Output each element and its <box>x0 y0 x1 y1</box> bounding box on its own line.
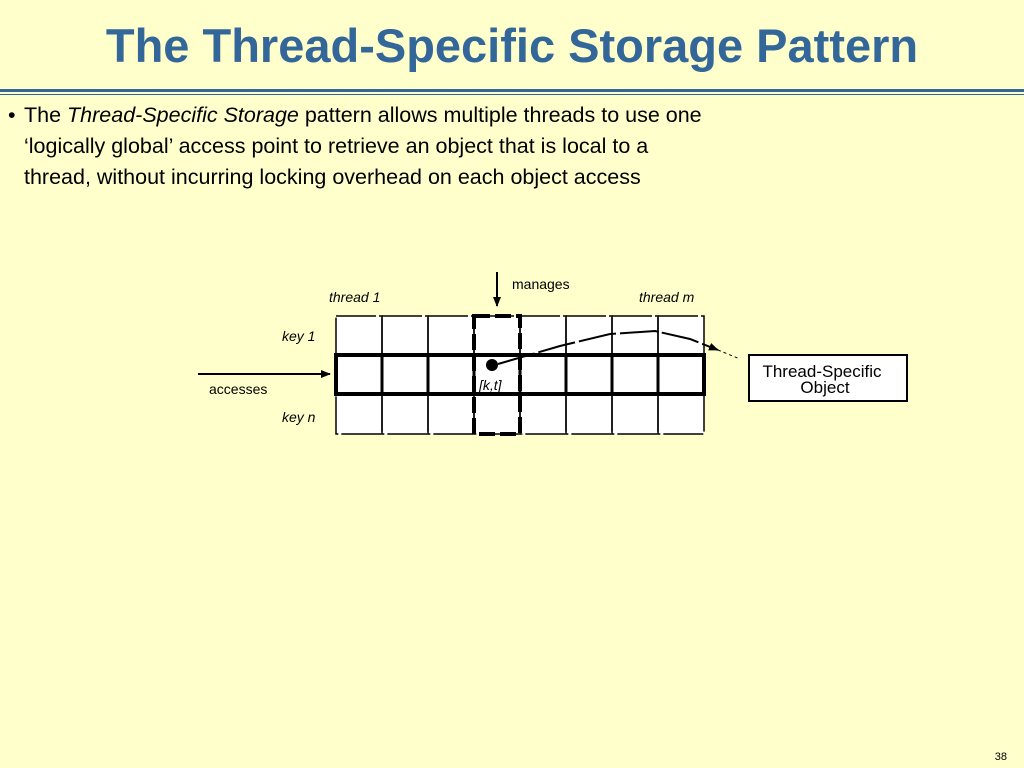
page-number: 38 <box>994 751 1007 763</box>
title-rule-thick <box>0 89 1024 92</box>
highlighted-column <box>472 314 522 436</box>
object-label-line2: Object <box>800 378 849 397</box>
thread-first-label: thread 1 <box>329 289 380 305</box>
bullet-prefix: The <box>24 103 68 127</box>
title-rule-thin <box>0 94 1024 95</box>
object-pointer-arrow <box>497 329 719 365</box>
bullet-emphasis: Thread-Specific Storage <box>67 103 299 127</box>
bullet-marker: • <box>8 103 16 127</box>
slide-title: The Thread-Specific Storage Pattern <box>105 19 919 72</box>
key-last-label: key n <box>282 409 316 425</box>
object-pointer-tail <box>717 349 741 360</box>
thread-last-label: thread m <box>639 289 695 305</box>
thread-specific-object-box <box>748 354 908 402</box>
bullet-body: pattern allows multiple threads to use o… <box>24 103 702 189</box>
bullet-text: The Thread-Specific Storage pattern allo… <box>24 100 704 193</box>
object-label-line1: Thread-Specific <box>762 362 882 381</box>
manages-label: manages <box>512 276 570 292</box>
cell-label: [k,t] <box>478 377 503 393</box>
accesses-label: accesses <box>209 381 267 397</box>
cell-pointer-dot <box>486 359 498 371</box>
key-first-label: key 1 <box>282 328 315 344</box>
